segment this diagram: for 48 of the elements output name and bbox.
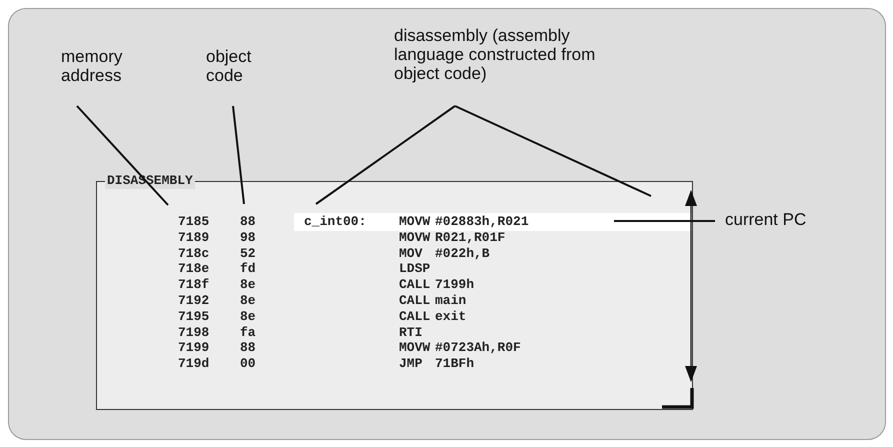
table-cell: #02883h,R021	[435, 214, 529, 230]
table-cell: #0723Ah,R0F	[435, 340, 521, 356]
leader-line	[232, 106, 245, 204]
table-cell: 8e	[240, 308, 256, 325]
table-cell: 7192	[178, 293, 210, 309]
callout-label: object code	[206, 47, 276, 85]
table-cell: 88	[240, 214, 256, 230]
table-cell: RTI	[399, 324, 422, 341]
table-cell: fd	[240, 261, 256, 278]
table-cell: 7198	[178, 324, 210, 341]
table-cell: MOV	[399, 246, 422, 262]
table-cell: 00	[240, 356, 256, 372]
table-cell: MOVW	[399, 214, 430, 230]
table-cell: 7199	[178, 340, 210, 356]
table-cell: CALL	[399, 277, 430, 294]
table-cell: 8e	[240, 293, 256, 309]
table-cell: #022h,B	[435, 246, 490, 262]
table-cell: 718c	[178, 246, 210, 262]
table-cell: CALL	[399, 308, 430, 325]
table-cell: LDSP	[399, 261, 430, 278]
callout-label: memory address	[61, 47, 151, 85]
table-cell: 7189	[178, 230, 210, 246]
table-cell: 71BFh	[435, 356, 474, 372]
leader-line	[315, 105, 456, 205]
table-cell: 98	[240, 230, 256, 246]
table-cell: 88	[240, 340, 256, 356]
table-cell: 8e	[240, 277, 256, 294]
leader-line	[454, 105, 652, 197]
table-cell: 719d	[178, 356, 210, 372]
table-cell: 52	[240, 246, 256, 262]
table-cell: c_int00:	[304, 214, 366, 230]
table-cell: JMP	[399, 356, 422, 372]
table-cell: main	[435, 293, 466, 309]
table-cell: 7185	[178, 214, 210, 230]
table-cell: 718e	[178, 261, 210, 278]
table-cell: MOVW	[399, 230, 430, 246]
table-cell: exit	[435, 308, 466, 325]
leader-line	[76, 105, 169, 206]
table-cell: 7195	[178, 308, 210, 325]
table-cell: R021,R01F	[435, 230, 506, 246]
leader-line	[614, 220, 715, 222]
table-cell: 7199h	[435, 277, 474, 294]
callout-label: disassembly (assembly language constructed from object code)	[394, 26, 644, 83]
table-cell: 718f	[178, 277, 210, 294]
callout-label: current PC	[725, 210, 845, 229]
table-cell: CALL	[399, 293, 430, 309]
table-cell: MOVW	[399, 340, 430, 356]
table-cell: fa	[240, 324, 256, 341]
